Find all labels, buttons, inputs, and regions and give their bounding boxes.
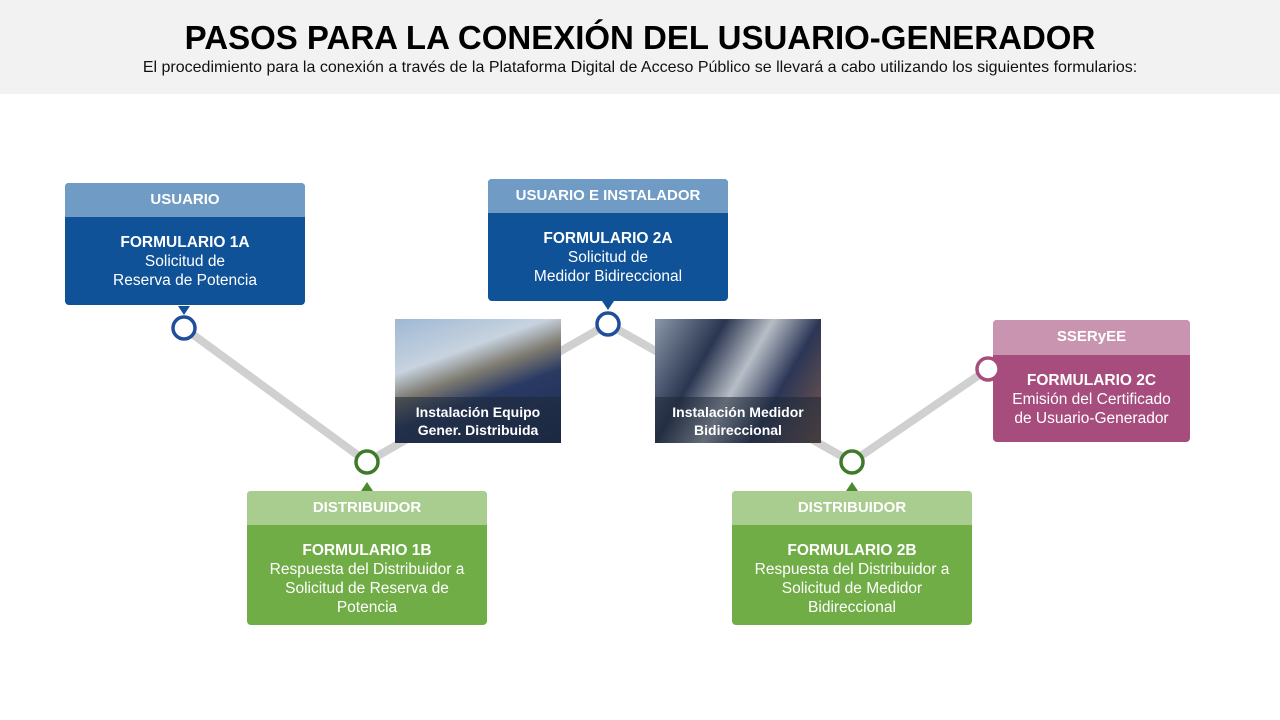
- step-form: FORMULARIO 2C: [1026, 372, 1157, 389]
- step-role: USUARIO E INSTALADOR: [488, 179, 728, 213]
- step-form: FORMULARIO 2B: [787, 542, 917, 559]
- pointer-2a: [602, 301, 614, 310]
- page-title: PASOS PARA LA CONEXIÓN DEL USUARIO-GENER…: [184, 19, 1096, 56]
- header: PASOS PARA LA CONEXIÓN DEL USUARIO-GENER…: [0, 0, 1280, 94]
- step-form: FORMULARIO 1A: [120, 234, 250, 251]
- step-card-1b: DISTRIBUIDOR FORMULARIO 1B Respuesta del …: [247, 491, 487, 625]
- step-role: DISTRIBUIDOR: [732, 491, 972, 525]
- step-card-2a: USUARIO E INSTALADOR FORMULARIO 2A Solici…: [488, 179, 728, 301]
- step-desc: Respuesta del Distribuidor a: [754, 561, 950, 578]
- step-card-2b: DISTRIBUIDOR FORMULARIO 2B Respuesta del …: [732, 491, 972, 625]
- pointer-1b: [361, 482, 373, 491]
- step-card-2c: SSERyEE FORMULARIO 2C Emisión del Certifi…: [993, 320, 1190, 442]
- step-desc: Emisión del Certificado: [1012, 391, 1171, 408]
- node-1a: [171, 315, 197, 341]
- step-form: FORMULARIO 2A: [543, 230, 673, 247]
- step-card-1a: USUARIO FORMULARIO 1A Solicitud de Reserva…: [65, 183, 305, 305]
- node-2c: [975, 356, 1001, 382]
- step-desc: Reserva de Potencia: [113, 272, 257, 289]
- node-2a: [595, 311, 621, 337]
- node-2b: [839, 449, 865, 475]
- pointer-1a: [178, 306, 190, 315]
- step-form: FORMULARIO 1B: [302, 542, 432, 559]
- step-desc: Respuesta del Distribuidor a: [269, 561, 465, 578]
- photo-caption: Bidireccional: [694, 422, 782, 438]
- node-1b: [354, 449, 380, 475]
- photo-caption: Instalación Medidor: [672, 404, 804, 420]
- page-subtitle: El procedimiento para la conexión a trav…: [142, 59, 1138, 76]
- step-role: SSERyEE: [993, 320, 1190, 355]
- step-desc: Solicitud de Reserva de: [285, 580, 449, 597]
- pointer-2b: [846, 482, 858, 491]
- step-desc: Solicitud de Medidor: [781, 580, 923, 597]
- photo-caption: Instalación Equipo: [415, 404, 541, 420]
- step-desc: Solicitud de: [144, 253, 226, 270]
- step-desc: Solicitud de: [567, 249, 649, 266]
- step-desc: Potencia: [336, 599, 398, 616]
- step-role: USUARIO: [65, 183, 305, 217]
- step-desc: de Usuario-Generador: [1014, 410, 1169, 427]
- step-role: DISTRIBUIDOR: [247, 491, 487, 525]
- photo-caption: Gener. Distribuida: [417, 422, 539, 438]
- step-desc: Medidor Bidireccional: [533, 268, 683, 285]
- step-desc: Bidireccional: [808, 599, 896, 616]
